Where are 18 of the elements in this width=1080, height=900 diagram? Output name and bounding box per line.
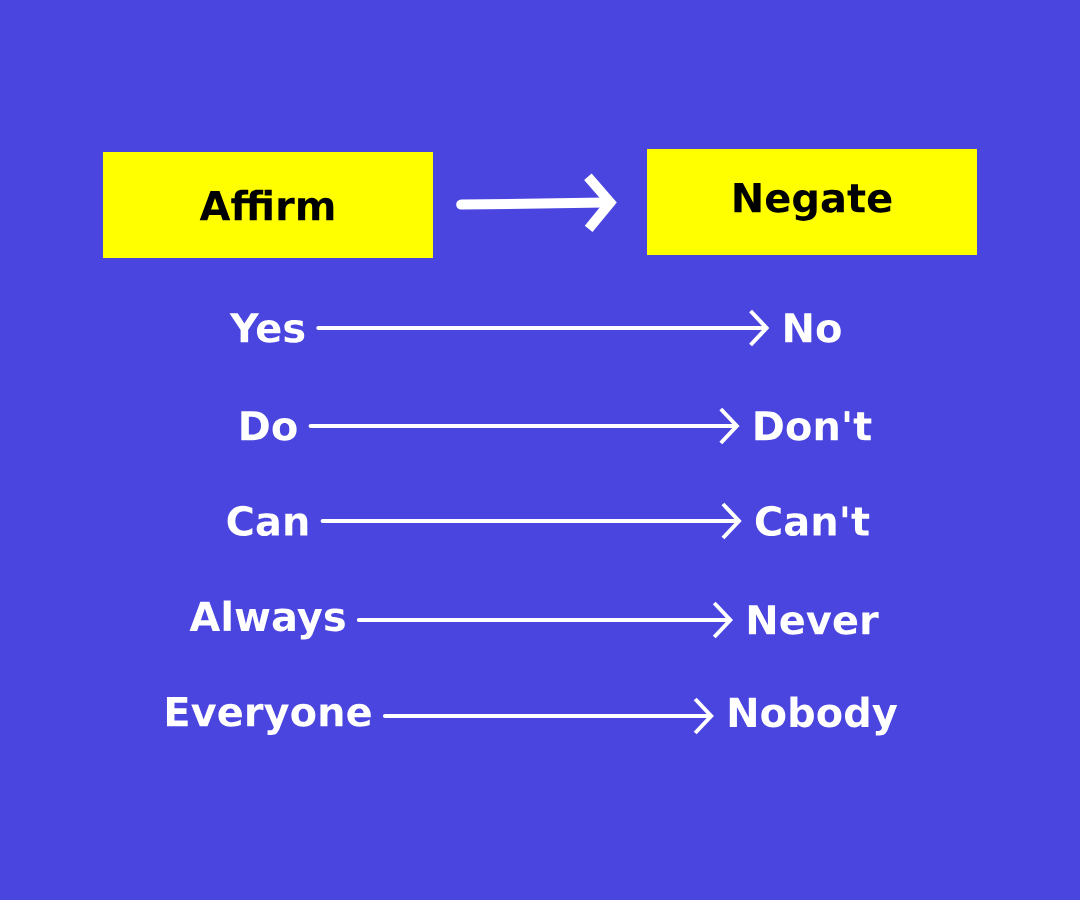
arrow xyxy=(356,601,734,639)
word-label: No xyxy=(785,313,841,343)
word-label: Can't xyxy=(755,505,870,537)
word-label: Can xyxy=(227,505,308,537)
label-box: Affirm xyxy=(103,152,433,258)
word-label: Don't xyxy=(755,411,872,441)
word-label: Do xyxy=(241,411,297,441)
arrow xyxy=(382,697,714,735)
arrow xyxy=(316,309,770,347)
arrow xyxy=(320,502,742,540)
word-label: Nobody xyxy=(729,696,898,736)
arrow xyxy=(308,407,740,445)
word-label: Always xyxy=(189,600,345,640)
arrow xyxy=(456,173,617,232)
word-label: Everyone xyxy=(166,697,371,735)
label-box: Negate xyxy=(647,149,977,255)
word-label: Yes xyxy=(229,313,305,343)
word-label: Never xyxy=(748,605,879,635)
